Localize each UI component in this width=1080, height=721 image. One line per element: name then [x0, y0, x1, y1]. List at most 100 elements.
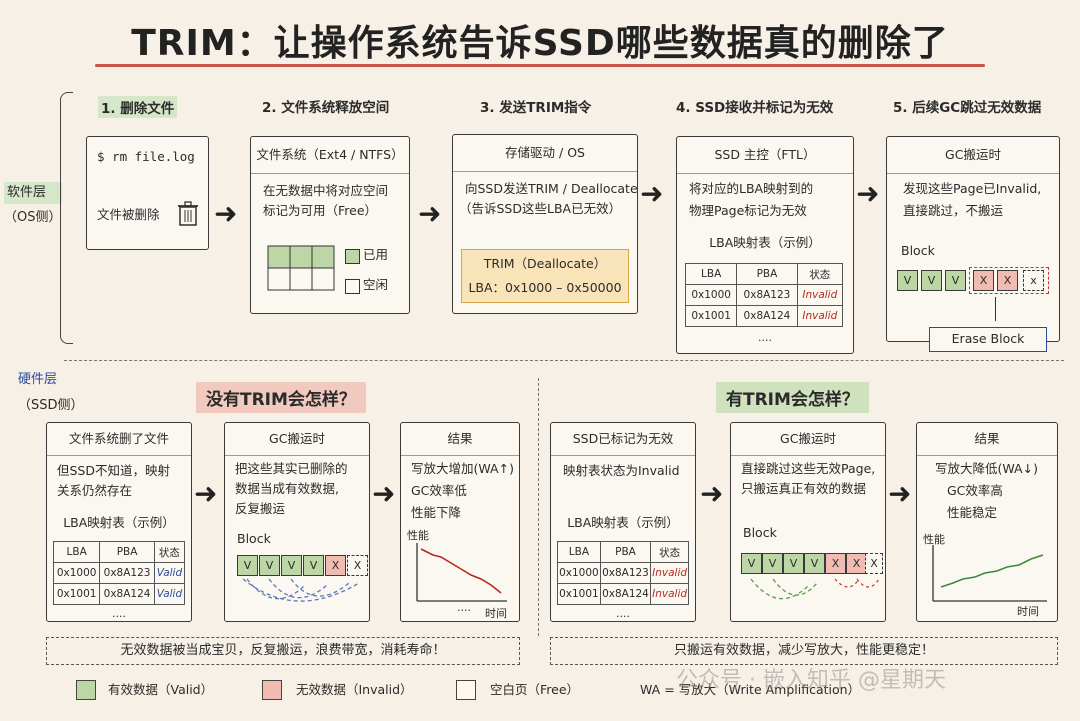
col-status: 状态 [796, 263, 844, 285]
no-trim-b1-line-2: 关系仍然存在 [57, 483, 133, 498]
trash-icon [178, 201, 198, 226]
section-separator [538, 378, 539, 636]
used-swatch [345, 249, 360, 264]
block-cell: X [347, 555, 368, 576]
no-trim-box-1: 文件系统删了文件 但SSD不知道，映射 关系仍然存在 LBA映射表（示例） LB… [46, 422, 192, 622]
with-trim-box-2: GC搬运时 直接跳过这些无效Page, 只搬运真正有效的数据 Block V V… [730, 422, 886, 622]
with-trim-xlabel: 时间 [1017, 605, 1039, 618]
with-trim-ylabel: 性能 [923, 533, 945, 546]
step-3-divider [453, 171, 637, 172]
fs-block-grid [267, 245, 335, 291]
divider [225, 455, 369, 456]
step-2-divider [251, 173, 409, 174]
no-trim-note: 无效数据被当成宝贝，反复搬运，浪费带宽，消耗寿命！ [46, 637, 520, 665]
block-cell: V [259, 555, 280, 576]
step-1-label: 1. 删除文件 [98, 96, 178, 118]
block-cell: V [804, 553, 825, 574]
divider [731, 455, 885, 456]
step-4-label: 4. SSD接收并标记为无效 [676, 100, 834, 116]
software-brace [60, 92, 73, 344]
legend-blank: 空白页（Free） [490, 682, 580, 697]
col-pba: PBA [736, 263, 798, 285]
free-label: 空闲 [363, 277, 389, 292]
gc-block-row: V V V X X x [897, 267, 1049, 295]
title-underline [95, 64, 985, 67]
free-swatch [345, 279, 360, 294]
no-trim-b2-line-2: 数据当成有效数据, [235, 481, 339, 496]
step-2-label: 2. 文件系统释放空间 [262, 100, 390, 116]
no-trim-more: .... [112, 607, 126, 620]
rm-command: $ rm file.log [97, 149, 195, 164]
no-trim-box-3: 结果 写放大增加(WA↑) GC效率低 性能下降 性能 .... 时间 [400, 422, 520, 622]
ftl-header: SSD 主控（FTL） [714, 147, 816, 162]
erase-connector [995, 297, 997, 321]
divider [917, 455, 1057, 456]
no-trim-more-2: .... [457, 601, 471, 614]
with-trim-b3-line-3: 性能稳定 [947, 505, 998, 520]
step-5-divider [887, 173, 1059, 174]
legend-valid-swatch [76, 680, 96, 700]
arrow-nt-1-2: ➜ [194, 477, 218, 510]
ftl-line-1: 将对应的LBA映射到的 [689, 181, 814, 196]
no-trim-move-arrows [242, 578, 360, 602]
trim-box-title: TRIM（Deallocate） [483, 256, 607, 271]
legend-blank-swatch [456, 680, 476, 700]
arrow-2-3: ➜ [418, 197, 442, 230]
page-title: TRIM：让操作系统告诉SSD哪些数据真的删除了 [131, 23, 949, 64]
block-cell: X [846, 553, 867, 574]
watermark: 公众号 · 嵌入知乎 @星期天 [676, 668, 946, 693]
no-trim-box-2: GC搬运时 把这些其实已删除的 数据当成有效数据, 反复搬运 Block V V… [224, 422, 370, 622]
legend-wa: WA = 写放大（Write Amplification） [640, 682, 861, 697]
step-3-label: 3. 发送TRIM指令 [480, 100, 592, 116]
with-trim-b3-line-1: 写放大降低(WA↓) [935, 461, 1038, 476]
with-trim-b2-header: GC搬运时 [780, 431, 836, 446]
block-cell: X [997, 270, 1018, 291]
block-cell: V [237, 555, 258, 576]
gc-line-1: 发现这些Page已Invalid, [903, 181, 1042, 196]
arrow-4-5: ➜ [856, 177, 880, 210]
invalid-group-outline [969, 267, 1049, 294]
block-cell: V [783, 553, 804, 574]
no-trim-title: 没有TRIM会怎样？ [196, 382, 366, 413]
layer-separator [64, 360, 1064, 361]
software-sub-label: （OS侧） [4, 210, 62, 225]
software-label: 软件层 [4, 182, 62, 204]
step-4-box: SSD 主控（FTL） 将对应的LBA映射到的 物理Page标记为无效 LBA映… [676, 136, 854, 354]
with-trim-b1-header: SSD已标记为无效 [572, 431, 674, 446]
col-lba: LBA [684, 263, 738, 285]
block-cell: V [762, 553, 783, 574]
block-cell: V [303, 555, 324, 576]
file-deleted-text: 文件被删除 [97, 207, 160, 222]
block-cell: V [897, 270, 918, 291]
step-1-box: $ rm file.log 文件被删除 [86, 136, 209, 250]
no-trim-table-title: LBA映射表（示例） [63, 515, 175, 530]
divider [47, 455, 191, 456]
ftl-table-title: LBA映射表（示例） [709, 235, 821, 250]
with-trim-block-label: Block [743, 525, 777, 540]
driver-line-2: （告诉SSD这些LBA已无效） [459, 201, 622, 216]
no-trim-b3-line-1: 写放大增加(WA↑) [411, 461, 514, 476]
step-5-box: GC搬运时 发现这些Page已Invalid, 直接跳过，不搬运 Block V… [886, 136, 1060, 342]
no-trim-b1-header: 文件系统删了文件 [68, 431, 169, 446]
no-trim-b3-header: 结果 [447, 431, 473, 446]
no-trim-block-label: Block [237, 531, 271, 546]
no-trim-b3-line-3: 性能下降 [411, 505, 462, 520]
filesystem-header: 文件系统（Ext4 / NTFS） [256, 147, 404, 162]
gc-line-2: 直接跳过，不搬运 [903, 203, 1004, 218]
block-cell: V [281, 555, 302, 576]
with-trim-move-arrows [750, 578, 880, 600]
software-layer-label: 软件层 （OS侧） [4, 182, 62, 228]
with-trim-title: 有TRIM会怎样？ [716, 382, 869, 413]
no-trim-b2-line-1: 把这些其实已删除的 [235, 461, 348, 476]
with-trim-b3-line-2: GC效率高 [947, 483, 1003, 498]
